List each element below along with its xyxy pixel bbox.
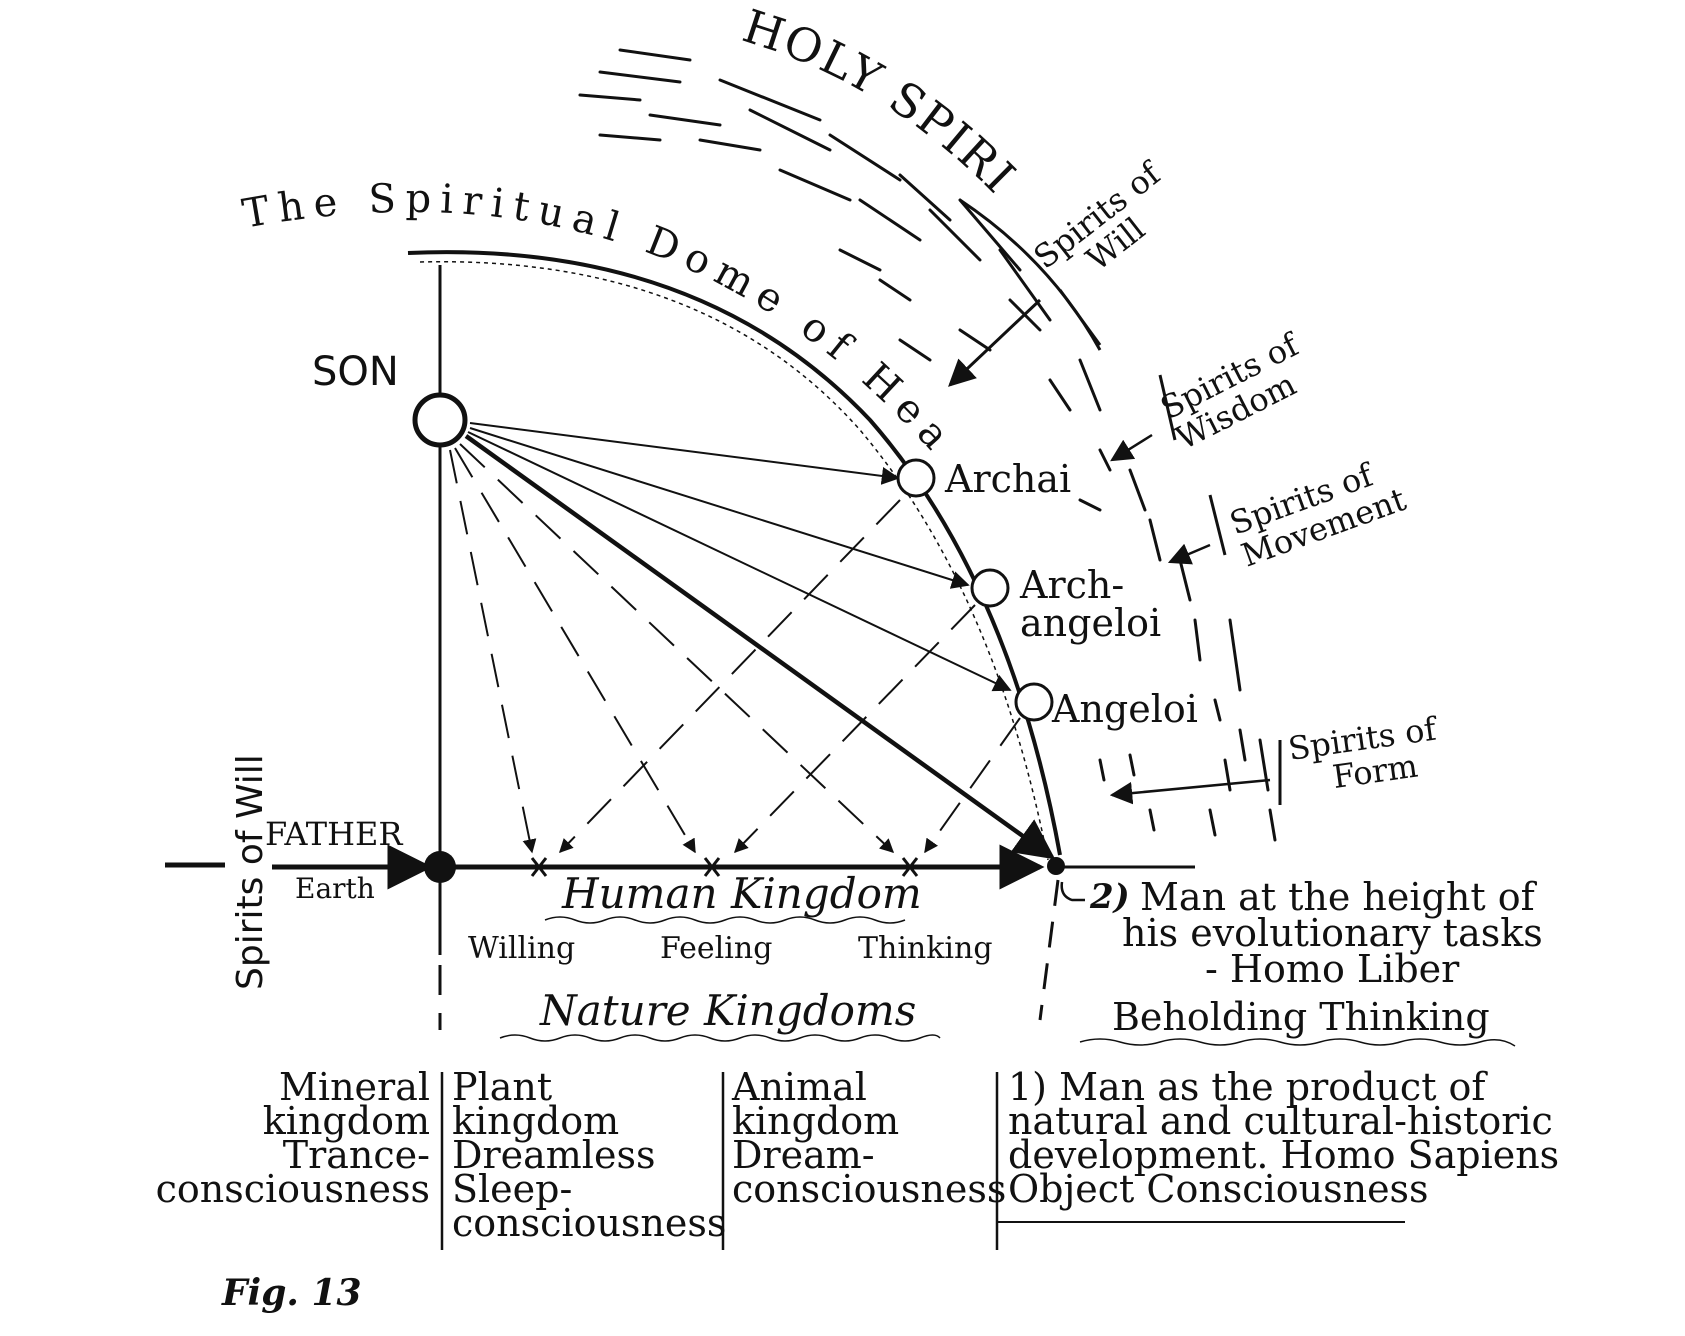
movement-tick xyxy=(1208,494,1227,556)
spirits-of-form-arrow xyxy=(1109,778,1271,805)
feeling-label: Feeling xyxy=(660,931,772,966)
svg-text:Sleep-: Sleep- xyxy=(452,1167,572,1211)
homo-liber-dashed-line xyxy=(1038,879,1060,1021)
homo-liber-node xyxy=(1047,857,1065,875)
spirits-of-will-arrow xyxy=(948,298,1042,387)
spirits-of-wisdom-arrow xyxy=(1110,433,1153,462)
spirits-of-wisdom-label: Spirits of Wisdom xyxy=(1154,325,1306,458)
archai-node xyxy=(896,458,936,498)
left-spirits-of-will-label: Spirits of Will xyxy=(230,754,271,990)
spirits-of-movement-label: Spirits of Movement xyxy=(1225,455,1411,574)
son-to-feeling-dashed xyxy=(454,447,696,854)
willing-label: Willing xyxy=(468,931,575,966)
wisdom-tick xyxy=(1158,374,1177,441)
plant-kingdom-column: Plant kingdom Dreamless Sleep- conscious… xyxy=(452,1065,726,1245)
svg-text:kingdom: kingdom xyxy=(452,1099,619,1143)
archangeloi-to-feeling-dashed xyxy=(734,604,976,854)
son-to-thinking-dashed xyxy=(459,443,895,853)
will-tick xyxy=(1058,289,1102,346)
mineral-kingdom-column: Mineral kingdom Trance- consciousness xyxy=(156,1065,430,1211)
svg-text:1) Man as the product of: 1) Man as the product of xyxy=(1008,1065,1488,1109)
son-to-homo-liber-arrow xyxy=(464,434,1056,860)
holy-spirit-label: HOLY SPIRIT xyxy=(0,0,1027,204)
svg-text:consciousness: consciousness xyxy=(156,1167,430,1211)
svg-text:consciousness: consciousness xyxy=(732,1167,1006,1211)
angeloi-label: Angeloi xyxy=(1051,687,1198,731)
figure-caption: Fig. 13 xyxy=(221,1272,362,1314)
svg-text:Dream-: Dream- xyxy=(732,1133,875,1177)
svg-text:Animal: Animal xyxy=(731,1065,867,1109)
thinking-label: Thinking xyxy=(858,931,993,966)
thinking-cross-mark xyxy=(901,857,919,877)
man-2-line1: Man at the height of xyxy=(1140,875,1538,919)
earth-label: Earth xyxy=(295,872,375,905)
son-label: SON xyxy=(312,349,399,395)
svg-text:Dreamless: Dreamless xyxy=(452,1133,655,1177)
son-to-willing-dashed xyxy=(449,449,537,854)
nature-kingdoms-underline xyxy=(499,1034,941,1042)
spiritual-dome-wavy-inner xyxy=(419,260,1049,861)
angeloi-to-thinking-dashed xyxy=(924,717,1021,854)
archangeloi-node xyxy=(970,568,1010,608)
angeloi-node xyxy=(1014,682,1054,722)
svg-text:kingdom: kingdom xyxy=(263,1099,430,1143)
archai-label: Archai xyxy=(944,457,1071,501)
archai-to-willing-dashed xyxy=(559,499,901,854)
man-2-line2: his evolutionary tasks xyxy=(1122,911,1543,955)
human-kingdom-label: Human Kingdom xyxy=(561,869,922,918)
holy-spirit-hatching xyxy=(578,48,1277,842)
svg-text:natural and cultural-historic: natural and cultural-historic xyxy=(1008,1099,1553,1143)
beholding-thinking-underline xyxy=(1079,1038,1516,1047)
archangeloi-label-line1: Arch- xyxy=(1019,563,1124,607)
svg-text:Object Consciousness: Object Consciousness xyxy=(1008,1167,1429,1211)
man-2-marker: 2) xyxy=(1089,877,1130,917)
svg-text:Plant: Plant xyxy=(452,1065,552,1109)
svg-text:kingdom: kingdom xyxy=(732,1099,899,1143)
svg-text:consciousness: consciousness xyxy=(452,1201,726,1245)
human-kingdom-underline xyxy=(544,916,906,924)
father-label: FATHER xyxy=(265,815,403,853)
spiritual-dome-arc xyxy=(407,250,1062,856)
animal-kingdom-column: Animal kingdom Dream- consciousness xyxy=(731,1065,1006,1211)
nature-kingdoms-label: Nature Kingdoms xyxy=(539,986,916,1035)
beholding-thinking-label: Beholding Thinking xyxy=(1112,995,1490,1039)
son-to-angeloi-arrow xyxy=(467,431,1012,692)
homo-liber-hook xyxy=(1060,881,1085,902)
father-node xyxy=(424,851,456,883)
son-node xyxy=(412,392,468,448)
svg-text:development. Homo Sapiens: development. Homo Sapiens xyxy=(1008,1133,1559,1177)
man-2-line3: - Homo Liber xyxy=(1205,947,1460,991)
spirits-of-form-label: Spirits of Form xyxy=(1286,709,1441,796)
archangeloi-label-line2: angeloi xyxy=(1020,601,1161,645)
svg-text:Mineral: Mineral xyxy=(279,1065,430,1109)
homo-sapiens-column: 1) Man as the product of natural and cul… xyxy=(1008,1065,1559,1211)
son-to-archai-arrow xyxy=(469,422,900,485)
feeling-cross-mark xyxy=(703,857,721,877)
son-to-archangeloi-arrow xyxy=(469,427,970,589)
svg-text:Trance-: Trance- xyxy=(283,1133,430,1177)
willing-cross-mark xyxy=(530,857,548,877)
spirits-of-movement-arrow xyxy=(1167,543,1211,565)
